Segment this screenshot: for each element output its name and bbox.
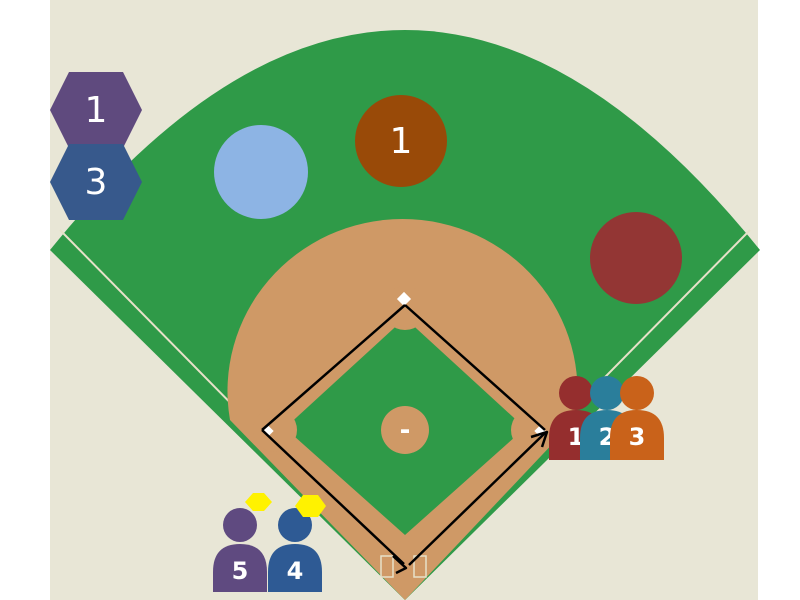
hexagon-marker-1 [50, 72, 142, 148]
hexagon-marker-3-label: 3 [85, 162, 108, 203]
second-base [396, 291, 412, 307]
player-4-body [268, 544, 322, 592]
player-3-body [610, 410, 664, 460]
player-2-head [590, 376, 624, 410]
player-3: 3 [610, 376, 664, 460]
player-4-label: 4 [287, 557, 304, 585]
brown-circle-marker [355, 95, 447, 187]
player-5-label: 5 [232, 557, 249, 585]
arrowhead-first [530, 430, 549, 448]
player-1-head [559, 376, 593, 410]
base-path-second-first [404, 304, 546, 431]
light-blue-circle-marker [214, 125, 308, 219]
second-base-cutout [383, 286, 427, 330]
hexagon-marker-1-label: 1 [85, 90, 108, 131]
player-5-body [213, 544, 267, 592]
third-base-cutout [253, 408, 297, 452]
left-batters-box [380, 555, 394, 578]
base-path-second-third [261, 304, 406, 431]
player-3-head [620, 376, 654, 410]
pitcher-mound-label: - [400, 416, 411, 446]
player-5-head [223, 508, 257, 542]
player-5-cap [245, 493, 272, 511]
player-3-label: 3 [629, 423, 646, 451]
arrowhead-home [392, 555, 408, 575]
player-4-cap [295, 495, 326, 517]
hexagon-marker-3 [50, 144, 142, 220]
player-4: 4 [268, 495, 326, 592]
pitcher-mound [381, 406, 429, 454]
player-5: 5 [213, 493, 272, 592]
base-path-home-first [408, 432, 546, 566]
dark-red-circle-marker [590, 212, 682, 304]
brown-circle-label: 1 [390, 121, 413, 162]
base-path-third-home [261, 429, 405, 565]
